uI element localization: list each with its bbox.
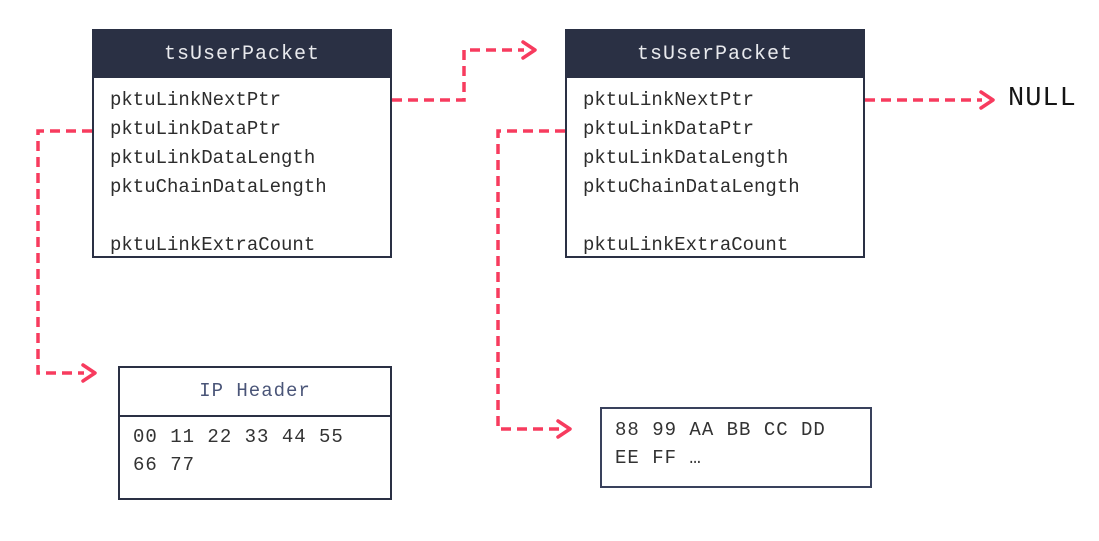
packet2-struct-box: tsUserPacket pktuLinkNextPtr pktuLinkDat… [565,29,865,258]
arrow-nextptr-packet2-to-null [865,90,995,110]
ip-header-bytes-line1: 00 11 22 33 44 55 [133,426,344,448]
packet1-field-spacer [110,202,390,231]
packet1-fields: pktuLinkNextPtr pktuLinkDataPtr pktuLink… [94,78,390,260]
ip-header-bytes-line2: 66 77 [133,454,196,476]
packet2-field-pktulinknextptr: pktuLinkNextPtr [583,89,755,111]
data-bytes-box: 88 99 AA BB CC DD EE FF … [600,407,872,488]
packet2-field-pktulinkdataptr: pktuLinkDataPtr [583,118,755,140]
packet1-field-pktulinkextracount: pktuLinkExtraCount [110,234,316,256]
data-bytes-line1: 88 99 AA BB CC DD [615,419,826,441]
ip-header-bytes: 00 11 22 33 44 55 66 77 [120,417,390,479]
packet1-field-pktulinkdatalength: pktuLinkDataLength [110,147,316,169]
packet2-title: tsUserPacket [567,31,863,78]
null-terminator-label: NULL [1008,84,1077,114]
packet1-field-pktuchaindatalength: pktuChainDataLength [110,176,327,198]
packet2-field-pktulinkdatalength: pktuLinkDataLength [583,147,789,169]
arrow-dataptr-packet2-to-data-box [496,129,572,439]
data-bytes-line2: EE FF … [615,447,702,469]
packet1-field-pktulinknextptr: pktuLinkNextPtr [110,89,282,111]
packet2-field-pktulinkextracount: pktuLinkExtraCount [583,234,789,256]
packet2-field-spacer [583,202,863,231]
packet2-field-pktuchaindatalength: pktuChainDataLength [583,176,800,198]
packet2-fields: pktuLinkNextPtr pktuLinkDataPtr pktuLink… [567,78,863,260]
packet1-field-pktulinkdataptr: pktuLinkDataPtr [110,118,282,140]
ip-header-box: IP Header 00 11 22 33 44 55 66 77 [118,366,392,500]
ip-header-title: IP Header [120,368,390,417]
arrow-dataptr-packet1-to-ip-header [36,129,97,383]
packet1-struct-box: tsUserPacket pktuLinkNextPtr pktuLinkDat… [92,29,392,258]
packet1-title: tsUserPacket [94,31,390,78]
arrow-nextptr-packet1-to-packet2 [392,40,537,102]
